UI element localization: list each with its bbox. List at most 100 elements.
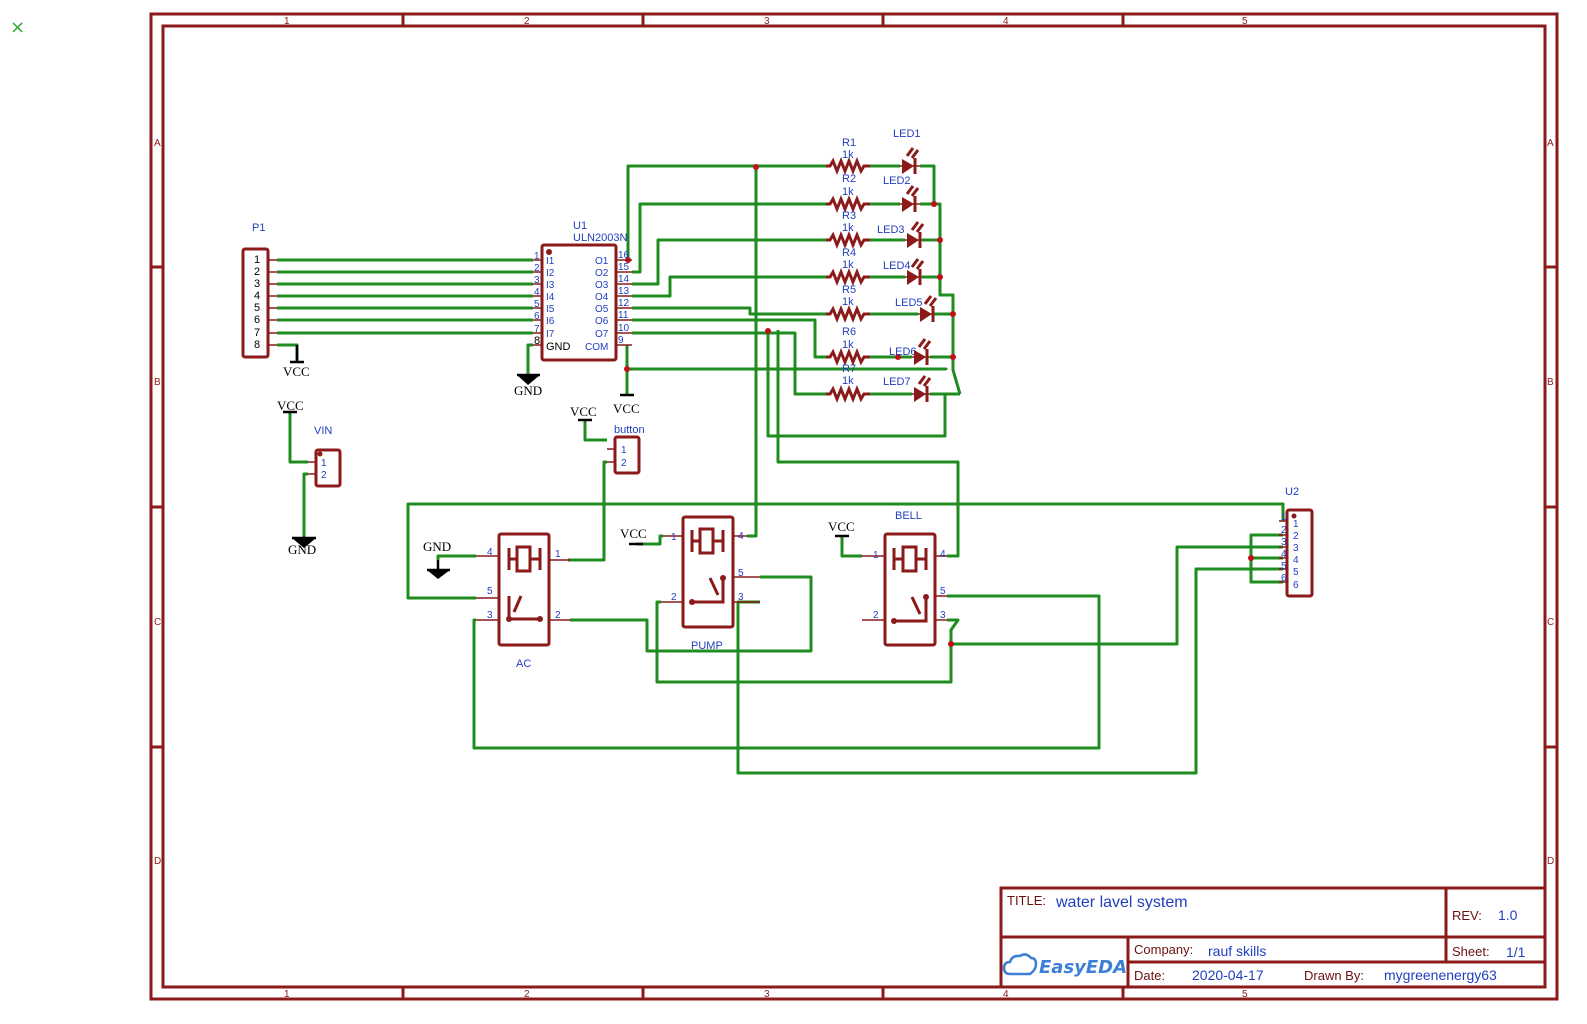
p1-pin: 3 bbox=[254, 278, 260, 290]
u1-pin-name: I6 bbox=[546, 316, 555, 327]
led-4[interactable]: LED4 bbox=[883, 258, 925, 285]
p1-pin: 2 bbox=[254, 266, 260, 278]
resistor-r5[interactable]: R5 1k bbox=[826, 284, 870, 324]
u1-pin-num: 8 bbox=[534, 335, 540, 347]
vin-pin: 1 bbox=[321, 458, 327, 469]
title-block: TITLE: water lavel system REV: 1.0 Compa… bbox=[999, 886, 1547, 989]
frame-row-label: A bbox=[154, 138, 161, 149]
relay-label: AC bbox=[516, 658, 531, 670]
resistor-value: 1k bbox=[842, 222, 854, 234]
frame-row-label: C bbox=[154, 617, 161, 628]
u2-pin: 3 bbox=[1293, 543, 1299, 554]
p1-ref: P1 bbox=[252, 222, 265, 234]
u1-pin-name: I3 bbox=[546, 280, 555, 291]
relay-pin: 3 bbox=[738, 592, 744, 603]
u2-pin: 1 bbox=[1293, 519, 1299, 530]
vcc-symbol: VCC bbox=[828, 519, 855, 538]
company-value: rauf skills bbox=[1208, 943, 1266, 959]
vcc-label: VCC bbox=[283, 364, 310, 379]
date-label: Date: bbox=[1134, 968, 1165, 983]
easyeda-logo: EasyEDA bbox=[1002, 953, 1127, 978]
p1-pin: 8 bbox=[254, 339, 260, 351]
led-3[interactable]: LED3 bbox=[877, 221, 925, 248]
led-6[interactable]: LED6 bbox=[889, 338, 932, 365]
relay-bell[interactable]: BELL 1 2 4 5 3 bbox=[862, 510, 947, 647]
connector-vin[interactable]: VIN 1 2 bbox=[308, 425, 342, 488]
led-ref: LED3 bbox=[877, 224, 905, 236]
frame-col-label: 1 bbox=[284, 16, 290, 27]
u1-pin-num: 3 bbox=[534, 275, 540, 286]
resistors: R1 1k R2 1k R3 1k R4 1k R5 1k R6 1k bbox=[826, 137, 870, 404]
u1-pin-name: I5 bbox=[546, 304, 555, 315]
resistor-r1[interactable]: R1 1k bbox=[826, 137, 870, 176]
title-label: TITLE: bbox=[1007, 893, 1046, 908]
ic-u1-uln2003n[interactable]: U1 ULN2003N 1 2 3 4 5 6 7 8 I1 I2 I3 I4 … bbox=[533, 220, 632, 362]
u1-pin-num: 16 bbox=[618, 250, 630, 261]
u1-pin-num: 2 bbox=[534, 263, 540, 274]
led-7[interactable]: LED7 bbox=[883, 375, 932, 402]
company-label: Company: bbox=[1134, 942, 1193, 957]
resistor-r3[interactable]: R3 1k bbox=[826, 210, 870, 250]
led-1[interactable]: LED1 bbox=[893, 128, 921, 174]
u1-pin-num: 7 bbox=[534, 324, 540, 335]
frame-col-label: 3 bbox=[764, 989, 770, 1000]
led-2[interactable]: LED2 bbox=[883, 175, 920, 212]
button-pin: 1 bbox=[621, 445, 627, 456]
frame-row-label: B bbox=[154, 377, 161, 388]
p1-pin: 1 bbox=[254, 254, 260, 266]
vcc-symbol: VCC bbox=[620, 526, 647, 546]
u1-pin-num: 14 bbox=[618, 274, 630, 285]
resistor-r6[interactable]: R6 1k bbox=[826, 326, 870, 367]
resistor-ref: R2 bbox=[842, 173, 856, 185]
connector-button[interactable]: button 1 2 bbox=[607, 424, 645, 475]
relay-pump[interactable]: 1 2 4 5 3 PUMP bbox=[661, 515, 760, 652]
frame-col-label: 3 bbox=[764, 16, 770, 27]
gnd-symbol: GND bbox=[288, 536, 316, 557]
u1-pin-num: 10 bbox=[618, 323, 630, 334]
u2-pin: 1 bbox=[1281, 512, 1287, 523]
connector-p1[interactable]: P1 1 2 3 4 5 6 7 8 bbox=[241, 222, 277, 359]
connector-u2[interactable]: U2 1 2 3 4 5 6 1 2 3 4 5 6 bbox=[1279, 486, 1314, 598]
vin-pin: 2 bbox=[321, 470, 327, 481]
vcc-label: VCC bbox=[277, 398, 304, 413]
frame-col-label: 5 bbox=[1242, 989, 1248, 1000]
u2-pin: 2 bbox=[1293, 531, 1299, 542]
relay-ac[interactable]: 4 5 3 1 2 AC bbox=[476, 532, 570, 670]
u1-pin-num: 6 bbox=[534, 311, 540, 322]
resistor-value: 1k bbox=[842, 186, 854, 198]
u1-pin-name: GND bbox=[546, 341, 571, 353]
button-pin: 2 bbox=[621, 458, 627, 469]
resistor-r2[interactable]: R2 1k bbox=[826, 173, 870, 214]
button-ref: button bbox=[614, 424, 645, 436]
u2-ref: U2 bbox=[1285, 486, 1299, 498]
resistor-r7[interactable]: R7 1k bbox=[826, 363, 870, 404]
vcc-label: VCC bbox=[570, 404, 597, 419]
u1-pin-name: O4 bbox=[595, 292, 609, 303]
close-icon[interactable]: × bbox=[10, 17, 25, 38]
led-5[interactable]: LED5 bbox=[895, 295, 938, 322]
u1-pin-num: 13 bbox=[618, 286, 630, 297]
drawing-frame bbox=[149, 12, 1559, 1001]
resistor-value: 1k bbox=[842, 375, 854, 387]
frame-col-label: 1 bbox=[284, 989, 290, 1000]
gnd-symbol: GND bbox=[514, 373, 542, 398]
led-ref: LED2 bbox=[883, 175, 911, 187]
relay-pin: 5 bbox=[738, 568, 744, 579]
relay-pin: 4 bbox=[940, 549, 946, 560]
vcc-label: VCC bbox=[828, 519, 855, 534]
u1-pin-name: I1 bbox=[546, 256, 555, 267]
drawing-title: water lavel system bbox=[1055, 894, 1188, 911]
relay-pin: 1 bbox=[873, 550, 879, 561]
frame-row-labels: A B C D A B C D bbox=[154, 138, 1554, 867]
u1-pin-num: 9 bbox=[618, 335, 624, 346]
date-value: 2020-04-17 bbox=[1192, 967, 1264, 983]
vcc-symbol: VCC bbox=[283, 345, 310, 379]
power-symbols: VCC GND VCC VCC GND VCC GND VCC bbox=[277, 345, 855, 579]
u1-pin-num: 4 bbox=[534, 287, 540, 298]
resistor-r4[interactable]: R4 1k bbox=[826, 247, 870, 287]
u1-pin-name: I2 bbox=[546, 268, 555, 279]
gnd-symbol: GND bbox=[423, 539, 451, 579]
resistor-value: 1k bbox=[842, 259, 854, 271]
frame-col-label: 5 bbox=[1242, 16, 1248, 27]
gnd-label: GND bbox=[514, 383, 542, 398]
